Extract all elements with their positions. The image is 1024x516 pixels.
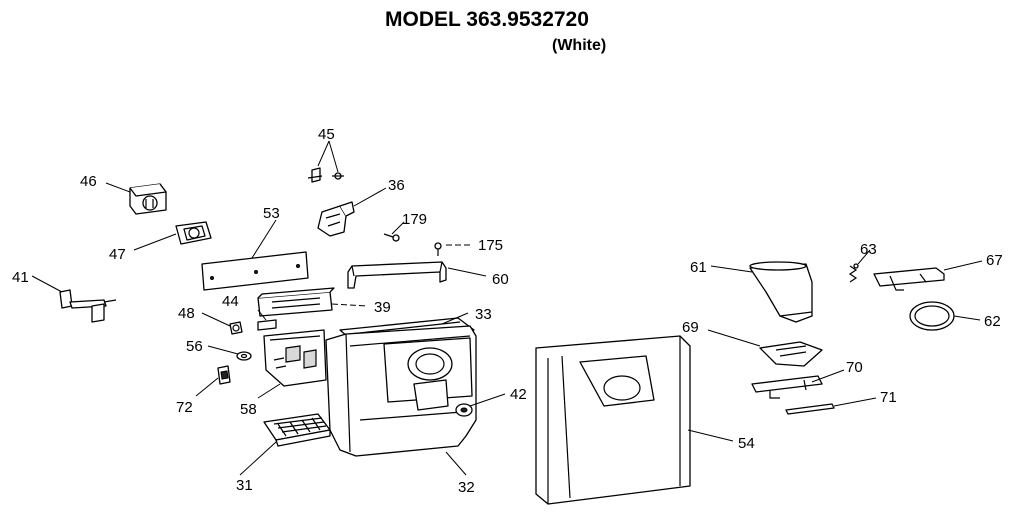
part-46-housing bbox=[129, 183, 167, 215]
callout-56: 56 bbox=[186, 338, 203, 355]
part-72-switch bbox=[217, 365, 231, 385]
part-67-bracket bbox=[873, 267, 945, 291]
part-62-gasket bbox=[909, 301, 955, 331]
callout-63: 63 bbox=[860, 241, 877, 258]
part-179-screw bbox=[383, 233, 400, 242]
callout-179: 179 bbox=[402, 211, 427, 228]
callout-70: 70 bbox=[846, 359, 863, 376]
callout-47: 47 bbox=[109, 246, 126, 263]
part-63-spring bbox=[848, 263, 859, 283]
callout-61: 61 bbox=[690, 259, 707, 276]
part-41-hinge bbox=[59, 289, 117, 323]
part-53-plate bbox=[201, 251, 309, 291]
model-title: MODEL 363.9532720 bbox=[385, 8, 589, 31]
part-70-actuator bbox=[751, 375, 823, 399]
callout-72: 72 bbox=[176, 399, 193, 416]
callout-labels: 45 46 36 53 179 175 47 60 41 44 39 48 33… bbox=[12, 126, 1003, 496]
color-subtitle: (White) bbox=[552, 37, 606, 54]
callout-42: 42 bbox=[510, 386, 527, 403]
part-71-shaft bbox=[785, 403, 835, 415]
part-69-flap bbox=[759, 341, 823, 367]
part-47-frame bbox=[175, 221, 212, 245]
callout-45: 45 bbox=[318, 126, 335, 143]
callout-60: 60 bbox=[492, 271, 509, 288]
part-45-clips bbox=[307, 167, 344, 183]
callout-32: 32 bbox=[458, 479, 475, 496]
part-175-screw bbox=[434, 242, 442, 256]
leader-lines bbox=[31, 140, 983, 476]
callout-44: 44 bbox=[222, 293, 239, 310]
part-31-tray bbox=[263, 413, 331, 447]
callout-33: 33 bbox=[475, 306, 492, 323]
callout-36: 36 bbox=[388, 177, 405, 194]
callout-31: 31 bbox=[236, 477, 253, 494]
callout-69: 69 bbox=[682, 319, 699, 336]
part-39-housing bbox=[257, 287, 335, 317]
part-36-bracket bbox=[317, 201, 355, 237]
callout-41: 41 bbox=[12, 269, 29, 286]
part-54-door-liner bbox=[535, 335, 691, 505]
callout-46: 46 bbox=[80, 173, 97, 190]
part-60-handle bbox=[347, 261, 447, 289]
part-48-nut bbox=[229, 321, 243, 335]
part-32-housing bbox=[325, 325, 477, 457]
callout-53: 53 bbox=[263, 205, 280, 222]
part-44-block bbox=[257, 319, 277, 331]
part-58-panel bbox=[263, 329, 327, 387]
callout-175: 175 bbox=[478, 237, 503, 254]
part-61-chute bbox=[749, 261, 813, 323]
part-42-knob bbox=[455, 403, 473, 417]
part-56-washer bbox=[236, 351, 252, 361]
callout-71: 71 bbox=[880, 389, 897, 406]
callout-48: 48 bbox=[178, 305, 195, 322]
callout-67: 67 bbox=[986, 252, 1003, 269]
callout-54: 54 bbox=[738, 435, 755, 452]
callout-39: 39 bbox=[374, 299, 391, 316]
callout-62: 62 bbox=[984, 313, 1001, 330]
callout-58: 58 bbox=[240, 401, 257, 418]
